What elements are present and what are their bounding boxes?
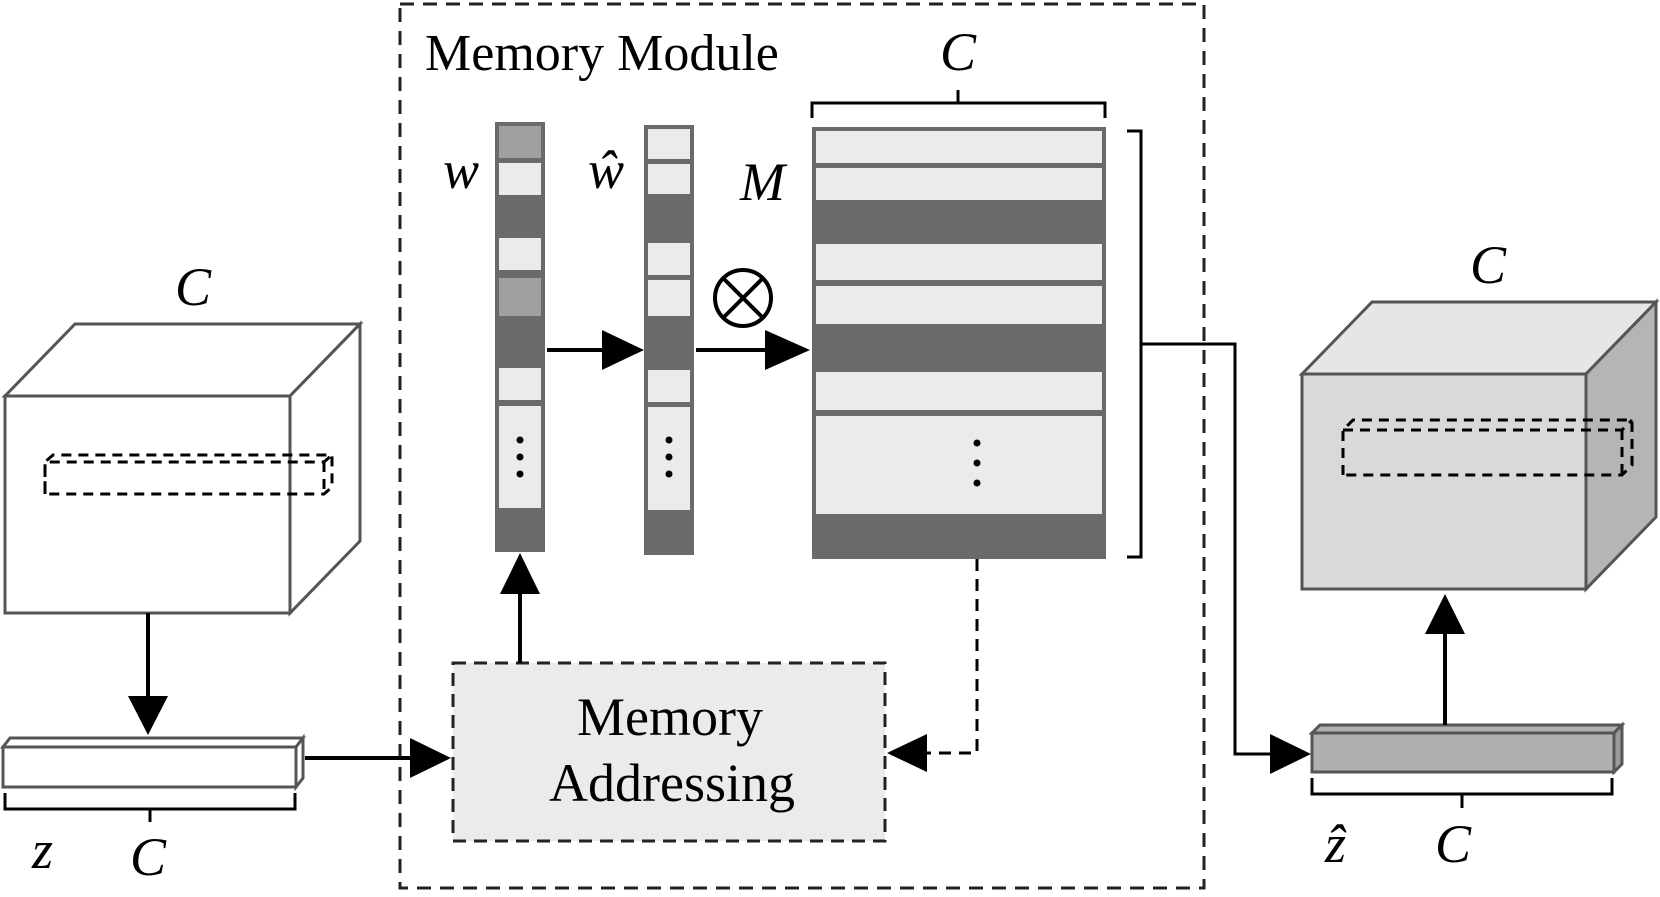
memory-right-bracket: [1127, 129, 1280, 756]
arrow-w-hat-to-memory-head: [765, 330, 810, 370]
memory-module-title: Memory Module: [425, 25, 779, 82]
output-cube-slice: [1341, 418, 1634, 477]
multiply-icon: [713, 268, 773, 328]
z-c-label: C: [130, 827, 167, 887]
arrow-w-to-w-hat-head: [602, 330, 644, 370]
memory-addressing-label-line1: Memory: [577, 687, 763, 747]
arrow-addressing-to-w-head: [500, 553, 540, 594]
arrow-z-hat-to-cube-head: [1425, 594, 1465, 634]
w-label: w: [443, 140, 479, 200]
feedback-arrow-head: [887, 734, 927, 772]
output-cube-c-label: C: [1470, 235, 1507, 295]
z-brace: [3, 793, 297, 822]
memory-matrix: [812, 127, 1106, 559]
input-feature-cube: [1, 320, 364, 617]
arrow-z-to-addressing-head: [410, 738, 451, 778]
memory-addressing-box: [451, 661, 887, 843]
w-hat-vector: [644, 125, 694, 555]
arrow-cube-to-z-head: [128, 696, 168, 735]
memory-top-brace: [810, 90, 1107, 118]
z-label: z: [31, 820, 53, 880]
memory-c-label: C: [940, 22, 977, 82]
z-hat-vector: [1308, 721, 1626, 776]
input-cube-c-label: C: [175, 257, 212, 317]
arrow-memory-to-z-hat-head: [1270, 734, 1311, 774]
w-vector: [495, 122, 545, 552]
input-cube-slice: [43, 453, 334, 496]
output-feature-cube: [1298, 298, 1660, 593]
z-hat-c-label: C: [1435, 814, 1472, 874]
w-hat-label: ŵ: [588, 140, 624, 200]
z-hat-label: ẑ: [1324, 814, 1347, 874]
feedback-dashed-path: [910, 559, 979, 755]
z-vector: [0, 733, 307, 792]
memory-addressing-label-line2: Addressing: [549, 753, 795, 813]
memory-m-label: M: [739, 152, 788, 212]
memory-module-border: [398, 2, 1206, 890]
z-hat-brace: [1310, 778, 1614, 808]
